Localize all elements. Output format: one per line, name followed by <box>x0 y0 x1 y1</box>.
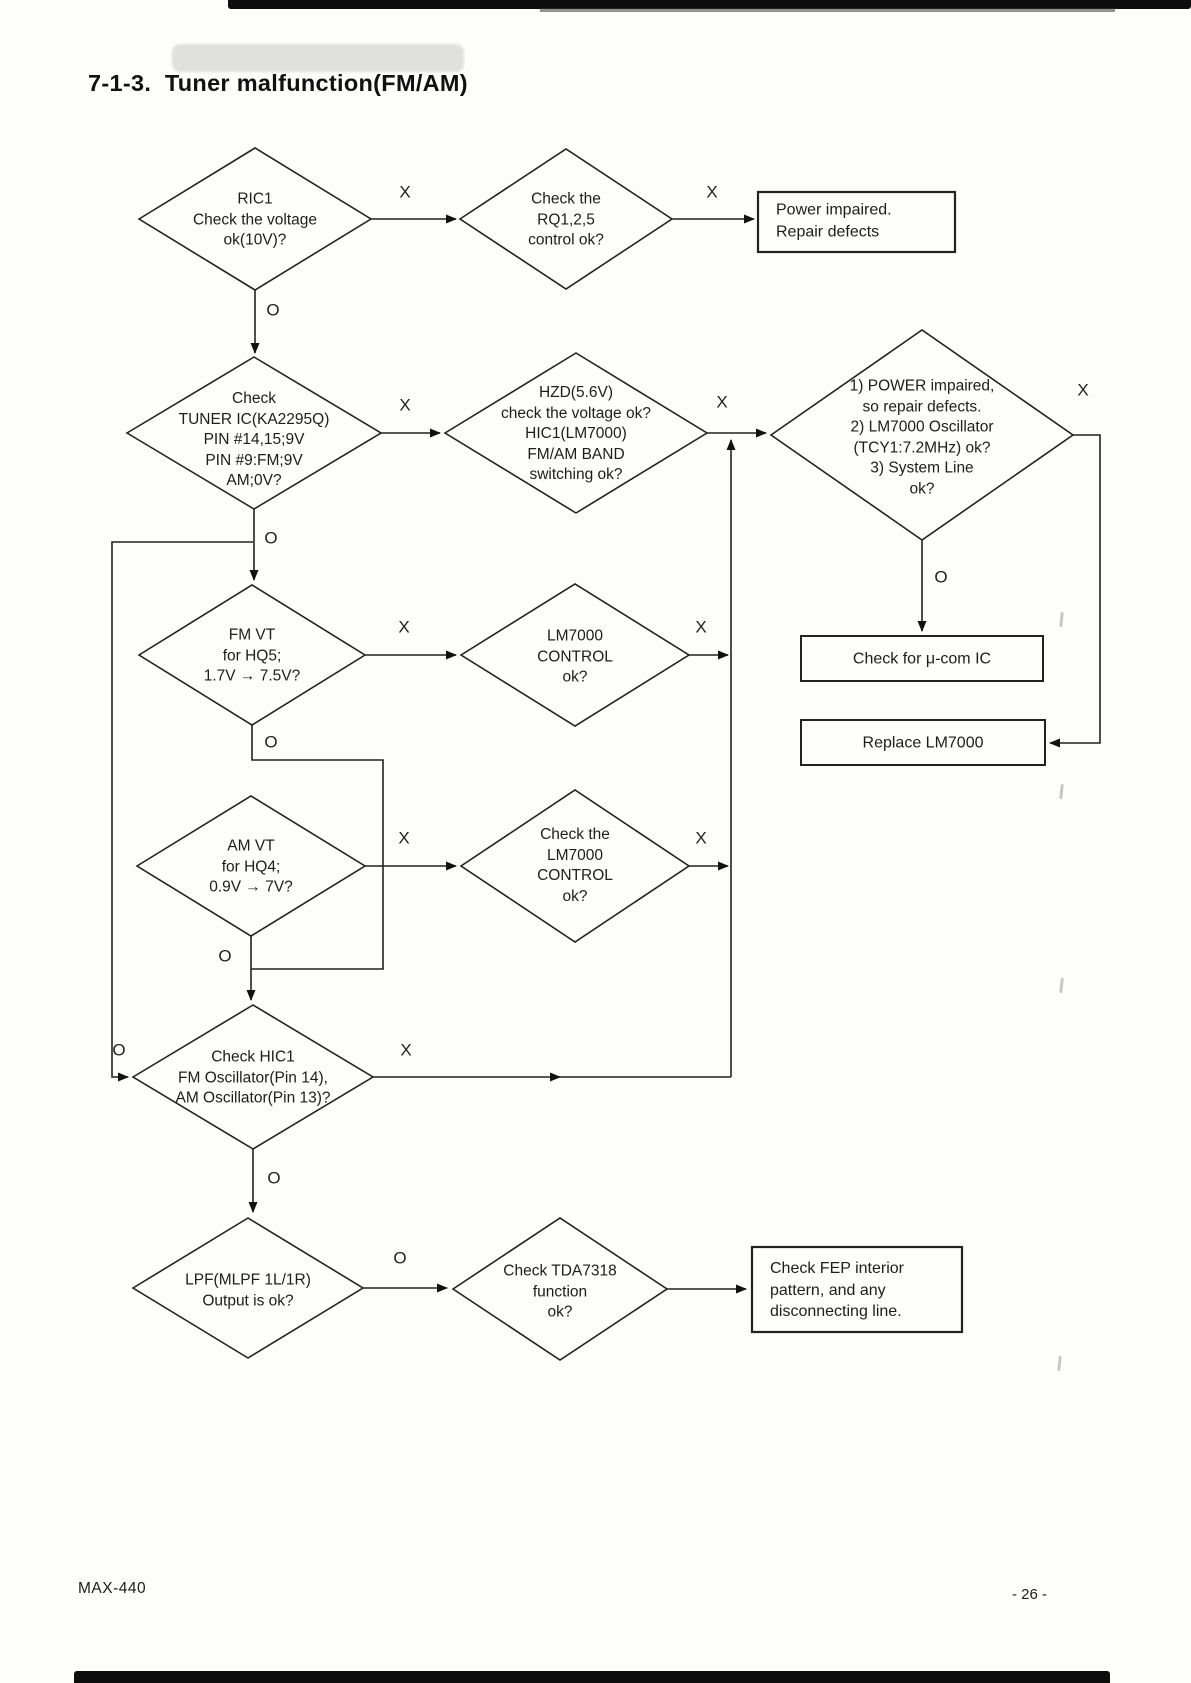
node-tda7318-text: Check TDA7318 function ok? <box>503 1262 617 1321</box>
node-fm-vt-text: FM VT for HQ5; 1.7V → 7.5V? <box>203 626 301 685</box>
node-check-hic1-text: Check HIC1 FM Oscillator(Pin 14), AM Osc… <box>175 1048 331 1107</box>
process-ucom-shape <box>800 635 1044 682</box>
edge-label-ric1-o: O <box>266 300 280 320</box>
node-power-impaired-text: Power impaired. Repair defects <box>776 201 892 241</box>
edge-label-ric1-x: X <box>399 182 411 202</box>
node-check-lm7000-control-text: Check the LM7000 CONTROL ok? <box>537 826 613 905</box>
edge-label-rq125-x: X <box>706 182 718 202</box>
edge-label-am-vt-o: O <box>218 946 232 966</box>
edge-label-lpf-o: O <box>393 1248 407 1268</box>
node-tuner-ic-text: Check TUNER IC(KA2295Q) PIN #14,15;9V PI… <box>178 389 330 489</box>
node-power-oscillator-text: 1) POWER impaired, so repair defects. 2)… <box>849 377 995 498</box>
node-ucom-text: Check for μ-com IC <box>852 650 992 668</box>
flow-connectors <box>111 214 1101 1294</box>
scan-artifact-bottom-bar <box>74 1671 1110 1683</box>
footer-model: MAX-440 <box>78 1580 147 1597</box>
edge-label-hzd-x: X <box>716 392 728 412</box>
edge-label-tuner-x: X <box>399 395 411 415</box>
edge-label-hic1-left-o: O <box>112 1040 126 1060</box>
process-replace-lm7000-shape <box>800 719 1046 766</box>
edge-label-fm-vt-o: O <box>264 732 278 752</box>
page-title: 7-1-3. Tuner malfunction(FM/AM) <box>88 70 468 96</box>
scan-artifact-top-bar <box>228 0 1191 9</box>
edge-label-hic1-x: X <box>400 1040 412 1060</box>
edge-label-lm7000-x: X <box>695 617 707 637</box>
edge-label-check-lm7000-x: X <box>695 828 707 848</box>
footer-page-number: - 26 - <box>1012 1586 1048 1603</box>
process-power-impaired-shape <box>756 190 957 254</box>
node-ric1-text: RIC1 Check the voltage ok(10V)? <box>192 190 318 249</box>
scan-artifact-top-bar-2 <box>540 8 1115 12</box>
edge-label-fm-vt-x: X <box>398 617 410 637</box>
node-fep-text: Check FEP interior pattern, and any disc… <box>770 1259 904 1320</box>
edge-label-hic1-o: O <box>267 1168 281 1188</box>
node-lm7000-control-text: LM7000 CONTROL ok? <box>537 627 613 686</box>
node-rq125-text: Check the RQ1,2,5 control ok? <box>528 190 604 249</box>
edge-label-power-x: X <box>1077 380 1089 400</box>
process-fep-shape <box>750 1245 964 1334</box>
scan-artifact-title-smudge <box>172 44 464 72</box>
edge-label-tuner-o: O <box>264 528 278 548</box>
node-am-vt-text: AM VT for HQ4; 0.9V → 7V? <box>209 837 293 896</box>
node-replace-lm7000-text: Replace LM7000 <box>862 734 984 752</box>
edge-label-power-o: O <box>934 567 948 587</box>
edge-label-am-vt-x: X <box>398 828 410 848</box>
node-hzd-text: HZD(5.6V) check the voltage ok? HIC1(LM7… <box>501 383 651 483</box>
node-lpf-text: LPF(MLPF 1L/1R) Output is ok? <box>185 1271 311 1310</box>
